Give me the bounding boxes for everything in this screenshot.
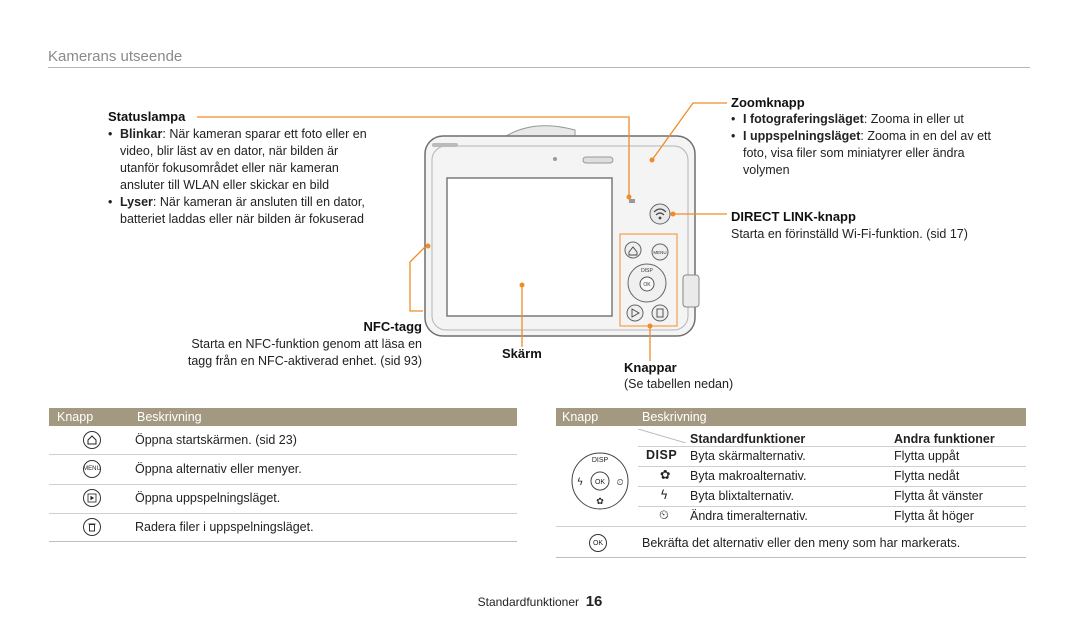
leader-lines (197, 102, 727, 361)
dpad-disp-label: DISP (592, 457, 609, 464)
nfc-title: NFC-tagg (363, 319, 423, 334)
mic-hole (553, 157, 557, 161)
buttons-description: (Se tabellen nedan) (624, 377, 734, 391)
svg-text:ϟ: ϟ (577, 477, 584, 488)
right-table-header-desc: Beskrivning (642, 410, 707, 424)
dpad-ok-label: OK (595, 479, 605, 486)
strap-port (682, 274, 700, 308)
row-description: Radera filer i uppspelningsläget. (135, 520, 314, 534)
row-other: Flytta åt höger (894, 509, 974, 523)
macro-icon: ✿ (660, 467, 671, 482)
ok-button (639, 276, 655, 292)
row-standard: Byta blixtalternativ. (690, 489, 794, 503)
right-button-table: Knapp Beskrivning Standardfunktioner And… (556, 408, 1026, 558)
right-table-header-key: Knapp (562, 410, 599, 424)
left-table-header-key: Knapp (57, 410, 94, 424)
subheader-other: Andra funktioner (894, 432, 995, 446)
left-button-table: Knapp Beskrivning Öppna startskärmen. (s… (49, 408, 517, 548)
nfc-description: Starta en NFC-funktion genom att läsa en… (187, 337, 422, 368)
statuslampa-item: Blinkar: När kameran sparar ett foto ell… (108, 126, 368, 194)
row-description: Öppna startskärmen. (sid 23) (135, 433, 297, 447)
row-other: Flytta nedåt (894, 469, 960, 483)
disp-icon: DISP (646, 448, 678, 462)
svg-text:✿: ✿ (596, 497, 604, 507)
flash-icon: ϟ (660, 487, 669, 502)
ok-button-label: OK (643, 282, 651, 288)
home-icon (83, 431, 101, 449)
header-divider (48, 67, 1030, 68)
dpad-illustration: OK DISP ϟ ⏲ ✿ (571, 452, 629, 510)
row-description: Bekräfta det alternativ eller den meny s… (642, 536, 961, 550)
row-other: Flytta åt vänster (894, 489, 983, 503)
left-table-header-desc: Beskrivning (137, 410, 202, 424)
row-standard: Byta skärmalternativ. (690, 449, 806, 463)
play-icon (83, 489, 101, 507)
zoom-title: Zoomknapp (731, 95, 805, 110)
ok-icon: OK (589, 534, 607, 552)
menu-button-label: MENU (653, 250, 666, 255)
statuslampa-title: Statuslampa (108, 109, 186, 124)
power-button (582, 156, 614, 164)
svg-text:⏲: ⏲ (616, 478, 623, 488)
screen (446, 177, 613, 317)
page-section-title: Kamerans utseende (48, 48, 183, 65)
zoom-item: I fotograferingsläget: Zooma in eller ut (731, 111, 993, 128)
left-table-header: Knapp Beskrivning (49, 408, 517, 426)
disp-button-label: DISP (641, 268, 653, 274)
trash-icon (83, 518, 101, 536)
row-description: Öppna alternativ eller menyer. (135, 462, 302, 476)
screen-title: Skärm (502, 346, 542, 361)
play-button (626, 304, 644, 322)
wifi-icon (653, 208, 667, 216)
right-table-header: Knapp Beskrivning (556, 408, 1026, 426)
row-description: Öppna uppspelningsläget. (135, 491, 281, 505)
leader-dots (425, 157, 676, 329)
direct-link-description: Starta en förinställd Wi-Fi-funktion. (s… (731, 227, 968, 241)
camera-inner-edge (431, 145, 689, 331)
page-number: 16 (585, 593, 603, 610)
statuslampa-description: Blinkar: När kameran sparar ett foto ell… (108, 126, 368, 228)
strap-lug (432, 143, 458, 147)
row-standard: Byta makroalternativ. (690, 469, 807, 483)
statuslampa-item: Lyser: När kameran är ansluten till en d… (108, 194, 368, 228)
status-lamp (629, 199, 635, 203)
zoom-description: I fotograferingsläget: Zooma in eller ut… (731, 111, 993, 179)
menu-icon: MENU (83, 460, 101, 478)
row-standard: Ändra timeralternativ. (690, 509, 808, 523)
trash-button (651, 304, 669, 322)
zoom-item: I uppspelningsläget: Zooma in en del av … (731, 128, 993, 179)
buttons-title: Knappar (624, 360, 677, 375)
home-button (624, 241, 642, 259)
page-footer: Standardfunktioner 16 (0, 593, 1080, 610)
table-corner-slash (638, 429, 686, 443)
direct-link-title: DIRECT LINK-knapp (731, 209, 856, 224)
timer-icon: ⏲ (659, 507, 669, 522)
row-other: Flytta uppåt (894, 449, 960, 463)
subheader-standard: Standardfunktioner (690, 432, 806, 446)
menu-button (651, 243, 669, 261)
direct-link-button (649, 203, 671, 225)
footer-section: Standardfunktioner (477, 595, 580, 609)
